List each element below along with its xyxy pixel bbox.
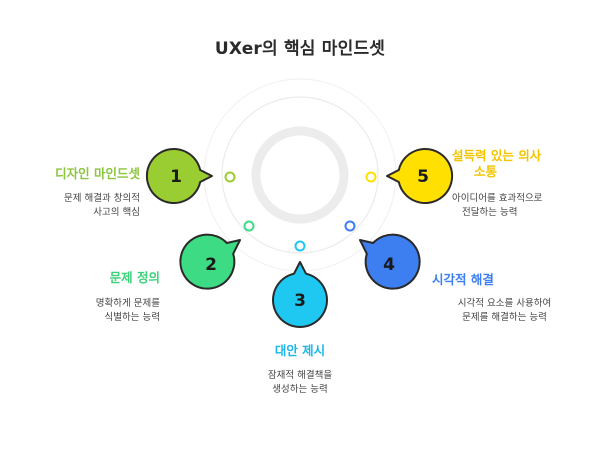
step-1-shape [145,148,213,204]
step-5-shape [386,148,454,204]
step-2-desc-line-2: 식별하는 능력 [104,312,160,323]
step-5-description: 아이디어를 효과적으로 전달하는 능력 [452,192,592,220]
step-1-desc-line-1: 문제 해결과 창의적 [64,193,140,204]
connector-dot-1 [224,171,236,183]
step-4-label: 시각적 해결 [432,272,494,287]
step-5-bubble: 5 [386,148,454,204]
step-5-label: 설득력 있는 의사 소통 [452,148,592,180]
step-4-shape [359,233,421,290]
step-4-desc-line-1: 시각적 요소를 사용하여 [457,298,552,309]
step-5-desc-line-2: 전달하는 능력 [462,207,518,218]
step-1-bubble: 1 [145,148,213,204]
step-5-label-line-2: 소통 [474,164,498,179]
step-5-number: 5 [417,167,429,187]
step-1-desc-line-2: 사고의 핵심 [93,207,140,218]
step-1-description: 문제 해결과 창의적 사고의 핵심 [20,192,140,220]
step-2-desc-line-1: 명확하게 문제를 [95,298,160,309]
step-2-label: 문제 정의 [109,270,160,285]
step-3-number: 3 [294,291,306,311]
step-4-bubble: 4 [359,233,421,290]
step-3-label: 대안 제시 [274,343,326,358]
step-3-bubble: 3 [272,261,328,328]
connector-dot-3 [294,240,306,252]
step-3-shape [272,261,328,328]
step-4-description: 시각적 요소를 사용하여 문제를 해결하는 능력 [422,297,587,325]
step-1-label: 디자인 마인드셋 [55,166,140,181]
connector-dot-5 [365,171,377,183]
step-1-number: 1 [170,167,182,187]
step-2-description: 명확하게 문제를 식별하는 능력 [40,297,160,325]
step-2-number: 2 [205,255,217,275]
inner-ring [251,126,349,224]
page-title: UXer의 핵심 마인드셋 [214,39,386,59]
step-2-shape [179,233,241,290]
connector-dot-2 [243,220,255,232]
step-3-description: 잠재적 해결책을 생성하는 능력 [225,369,375,397]
connector-dot-4 [344,220,356,232]
step-3-desc-line-1: 잠재적 해결책을 [267,370,333,381]
step-2-bubble: 2 [179,233,241,290]
step-5-desc-line-1: 아이디어를 효과적으로 [452,193,543,204]
step-3-desc-line-2: 생성하는 능력 [272,384,328,395]
step-5-label-line-1: 설득력 있는 의사 [452,148,542,163]
step-4-number: 4 [383,255,395,275]
step-4-desc-line-2: 문제를 해결하는 능력 [462,312,547,323]
outer-ring [221,96,379,254]
